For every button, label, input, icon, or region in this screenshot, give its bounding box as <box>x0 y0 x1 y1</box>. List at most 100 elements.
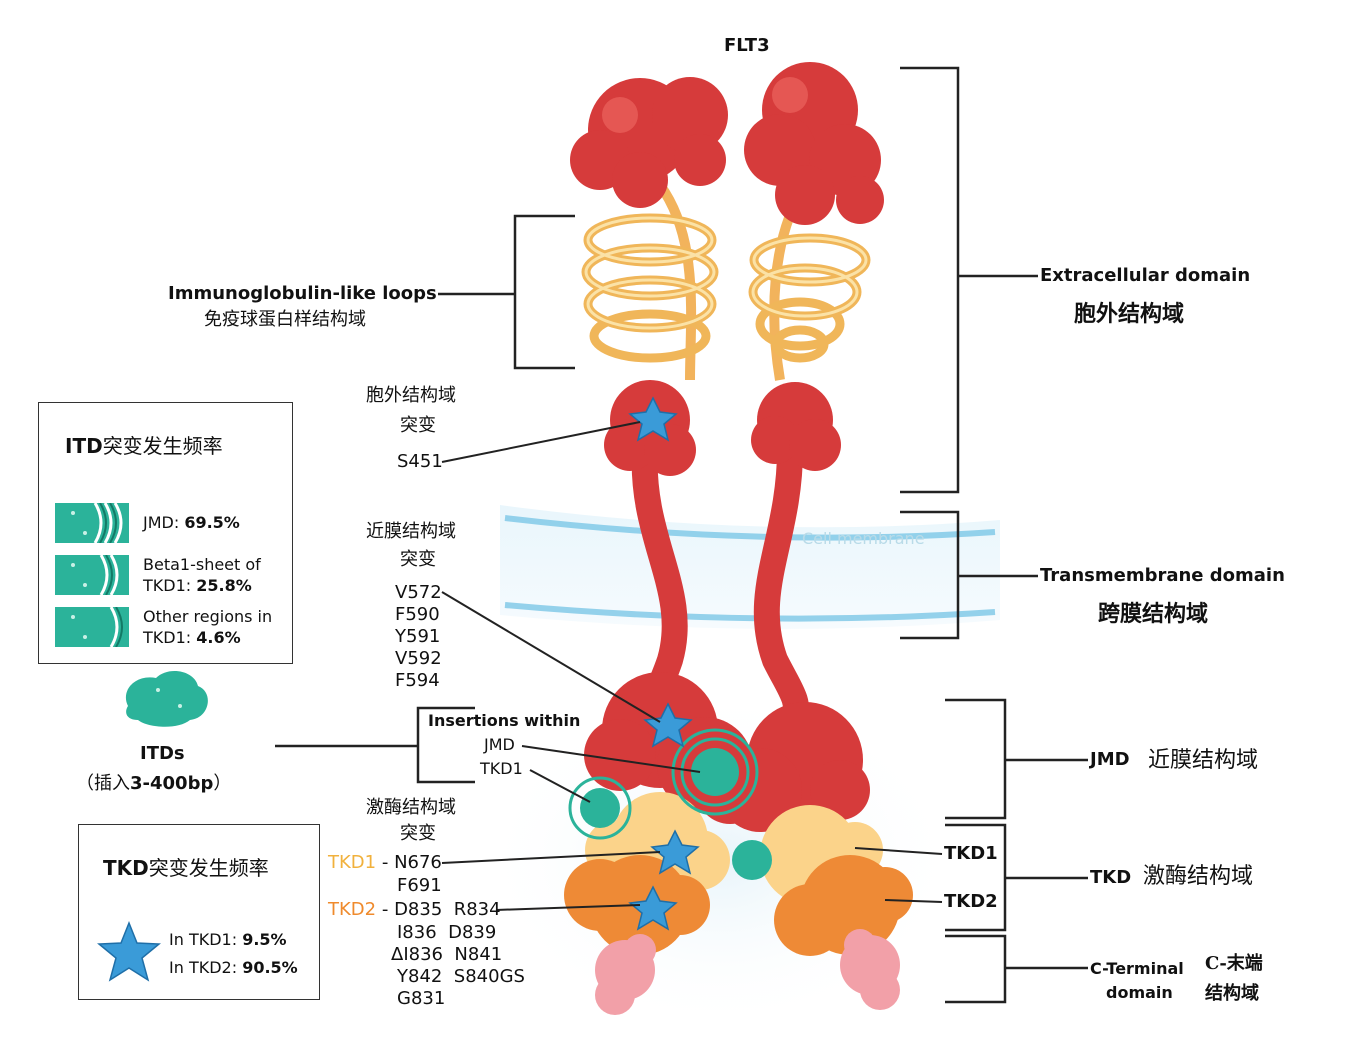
tkd2-right <box>774 855 913 956</box>
itd-tkd1-insertion <box>568 776 632 840</box>
itd-row-jmd-text: JMD: 69.5% <box>143 513 240 534</box>
itds-label: ITDs <box>140 743 185 764</box>
insertions-tkd1: TKD1 <box>480 759 523 778</box>
label-extracellular-cn: 胞外结构域 <box>1074 301 1185 327</box>
itd-row-jmd: JMD: 69.5% <box>55 503 285 547</box>
itds-sub-close: ） <box>213 773 232 794</box>
label-jmd-cn: 近膜结构域 <box>1148 748 1259 773</box>
itd-row-label2-line: TKD1: 25.8% <box>143 576 261 597</box>
label-transmembrane-en: Transmembrane domain <box>1040 565 1285 586</box>
right-stalk <box>753 437 810 733</box>
kinase-site: I836 D839 <box>397 922 497 943</box>
diagram-title: FLT3 <box>724 35 770 56</box>
kinase-site: F691 <box>397 875 442 896</box>
kinase-mutation-sub: 突变 <box>400 823 436 844</box>
tkd-row-label: In TKD2: <box>169 958 243 977</box>
itd-swatch-icon <box>55 503 129 543</box>
itd-row-value: 25.8% <box>196 575 252 595</box>
itd-row-label: Beta1-sheet of <box>143 555 261 574</box>
kinase-tkd1-row: TKD1 - N676 <box>328 852 442 874</box>
pointer-lines <box>441 421 943 911</box>
bracket-insertions <box>275 706 475 784</box>
itd-frequency-box: ITD突变发生频率 JMD: 69.5% Beta1-sheet of TKD1… <box>38 402 293 664</box>
kinase-site: G831 <box>397 988 446 1009</box>
itd-row-value: 4.6% <box>196 627 241 647</box>
itd-jmd-insertion <box>671 728 759 816</box>
tkd-row-value: 90.5% <box>242 958 298 977</box>
itd-row-label2: TKD1: <box>143 575 197 595</box>
cterm-left <box>595 934 656 1015</box>
itd-box-title: ITD突变发生频率 <box>65 435 223 458</box>
kinase-tkd2-row: TKD2 - D835 R834 <box>328 899 501 921</box>
label-ig-loops-cn: 免疫球蛋白样结构域 <box>204 309 366 330</box>
label-tkd1: TKD1 <box>944 843 998 864</box>
brackets-right <box>900 66 1088 1004</box>
label-cterm-cn1: C-末端 <box>1205 953 1263 974</box>
jmd-domain-right <box>718 702 870 832</box>
ec-domain-right <box>751 382 841 471</box>
tkd-star-icon <box>97 921 161 982</box>
jm-site: F590 <box>395 604 440 625</box>
tkd-box-title: TKD突变发生频率 <box>103 857 269 880</box>
top-domain-left <box>570 77 728 208</box>
itd-row-other: Other regions in TKD1: 4.6% <box>55 607 285 651</box>
jm-mutation-title: 近膜结构域 <box>366 521 456 542</box>
kinase-tkd2-first: - D835 R834 <box>376 899 501 920</box>
star-jmd <box>643 702 693 748</box>
label-tkd-en: TKD <box>1090 867 1132 888</box>
itd-box-title-en: ITD <box>65 434 103 458</box>
kinase-site: Y842 S840GS <box>397 966 525 987</box>
membrane-top-line <box>504 515 996 541</box>
tkd-row-label: In TKD1: <box>169 930 243 949</box>
itds-sub: （插入3-400bp） <box>76 773 232 795</box>
tkd-row: In TKD1: 9.5% <box>169 930 287 949</box>
itds-sub-bold: 3-400bp <box>130 773 214 794</box>
kinase-tkd1-label: TKD1 <box>328 852 377 873</box>
tkd-box-title-cn: 突变发生频率 <box>148 856 269 880</box>
label-extracellular-en: Extracellular domain <box>1040 265 1251 286</box>
itd-row-label: JMD: <box>143 513 185 532</box>
kinase-tkd1-first: - N676 <box>376 852 442 873</box>
jm-site: F594 <box>395 670 440 691</box>
label-cterm-en2: domain <box>1106 983 1173 1002</box>
kinase-site: ΔI836 N841 <box>391 944 503 965</box>
label-tkd2: TKD2 <box>944 891 998 912</box>
itd-row-label: Other regions in <box>143 607 273 626</box>
itds-sub-open: （插入 <box>76 773 130 794</box>
tkd-box-title-en: TKD <box>103 856 149 880</box>
itd-row-beta1-text: Beta1-sheet of TKD1: 25.8% <box>143 555 261 597</box>
label-cterm-cn2: 结构域 <box>1205 983 1259 1004</box>
tkd-row: In TKD2: 90.5% <box>169 958 298 977</box>
ec-mutation-title: 胞外结构域 <box>366 385 456 406</box>
jm-site: Y591 <box>395 626 441 647</box>
label-tkd-cn: 激酶结构域 <box>1143 864 1254 889</box>
itd-row-beta1: Beta1-sheet of TKD1: 25.8% <box>55 555 285 599</box>
itd-right-blob <box>732 840 772 880</box>
itd-box-title-cn: 突变发生频率 <box>102 434 223 458</box>
tkd-row-value: 9.5% <box>242 930 287 949</box>
itd-swatch-icon <box>55 607 129 647</box>
label-jmd-en: JMD <box>1090 749 1130 770</box>
kinase-mutation-title: 激酶结构域 <box>366 797 456 818</box>
jm-mutation-sub: 突变 <box>400 549 436 570</box>
label-transmembrane-cn: 跨膜结构域 <box>1098 601 1209 627</box>
itds-blob-icon <box>125 671 208 727</box>
jm-site: V572 <box>395 582 442 603</box>
label-ig-loops-en: Immunoglobulin-like loops <box>168 283 437 304</box>
bracket-ig <box>438 214 575 370</box>
ec-mutation-sub: 突变 <box>400 415 436 436</box>
insertions-title: Insertions within <box>428 711 581 730</box>
cterm-right <box>840 929 900 1010</box>
star-tkd2 <box>628 885 678 931</box>
itd-row-label2-line: TKD1: 4.6% <box>143 628 272 649</box>
membrane-label: Cell membrane <box>802 529 925 548</box>
star-ec <box>628 396 678 442</box>
label-cterm-en1: C-Terminal <box>1090 960 1184 978</box>
itd-row-other-text: Other regions in TKD1: 4.6% <box>143 607 272 649</box>
itd-swatch-icon <box>55 555 129 595</box>
insertions-jmd: JMD <box>484 735 515 754</box>
star-tkd1 <box>650 829 700 875</box>
itd-row-label2: TKD1: <box>143 627 197 647</box>
